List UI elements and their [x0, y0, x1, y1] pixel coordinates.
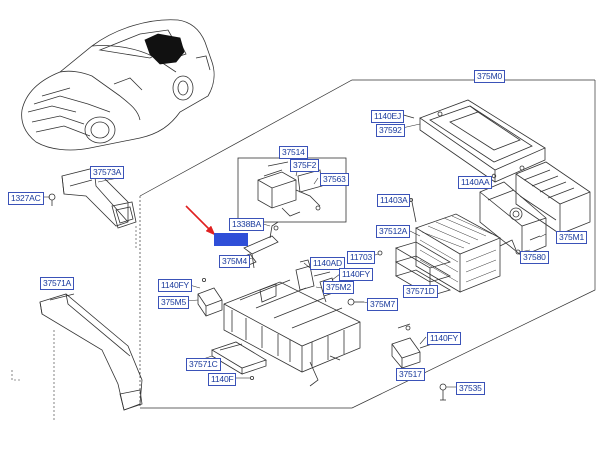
part-label-1140fy-mid[interactable]: 1140FY: [427, 332, 461, 345]
pointer-arrow: [185, 205, 216, 236]
part-label-1140f[interactable]: 1140F: [208, 373, 237, 386]
part-label-375f2[interactable]: 375F2: [290, 159, 320, 172]
part-label-1140ej[interactable]: 1140EJ: [371, 110, 404, 123]
part-label-375m2[interactable]: 375M2: [323, 281, 354, 294]
part-label-37580[interactable]: 37580: [520, 251, 549, 264]
part-label-37571a[interactable]: 37571A: [40, 277, 75, 290]
sensor-module-part: [197, 277, 223, 317]
part-label-1338ba[interactable]: 1338BA: [229, 218, 265, 231]
bolt-1140aa: [491, 173, 497, 179]
vehicle-illustration: [21, 19, 215, 151]
part-label-375m1[interactable]: 375M1: [556, 231, 587, 244]
part-label-1327ac[interactable]: 1327AC: [8, 192, 44, 205]
lower-duct-part: [39, 293, 143, 411]
cover-plate-part: [211, 341, 267, 380]
battery-module-part: [408, 197, 521, 293]
part-label-375m0[interactable]: 375M0: [474, 70, 505, 83]
part-label-37512a[interactable]: 37512A: [376, 225, 411, 238]
battery-controller-part: [479, 181, 547, 257]
part-label-37569b-highlighted[interactable]: 37569B: [214, 233, 249, 246]
part-label-375m5[interactable]: 375M5: [158, 296, 189, 309]
part-label-37563[interactable]: 37563: [320, 173, 349, 186]
fuse-part: [295, 259, 331, 291]
part-label-37592[interactable]: 37592: [376, 124, 405, 137]
bolt-11703: [377, 250, 383, 256]
part-label-375m4[interactable]: 375M4: [219, 255, 250, 268]
top-cover-part: [395, 99, 546, 183]
part-label-1140fy-upper-right[interactable]: 1140FY: [339, 268, 373, 281]
bracket-part: [239, 221, 279, 269]
clip-part: [347, 298, 364, 306]
part-label-37571c[interactable]: 37571C: [186, 358, 221, 371]
part-label-1140fy-upper-left[interactable]: 1140FY: [158, 279, 192, 292]
part-label-37571d[interactable]: 37571D: [403, 285, 438, 298]
bus-bar-part: [395, 241, 451, 297]
part-label-375m7[interactable]: 375M7: [367, 298, 398, 311]
assembly-frame: [139, 79, 596, 409]
harness-connector-part: [391, 323, 433, 369]
part-label-11403a[interactable]: 11403A: [377, 194, 411, 207]
battery-tray-part: [223, 279, 361, 387]
part-label-37535[interactable]: 37535: [456, 382, 485, 395]
junction-box-part: [515, 161, 591, 235]
part-label-1140aa[interactable]: 1140AA: [458, 176, 493, 189]
sensor-37535-part: [439, 383, 447, 401]
part-label-37517[interactable]: 37517: [396, 368, 425, 381]
part-label-37514[interactable]: 37514: [279, 146, 308, 159]
part-label-1140ad[interactable]: 1140AD: [310, 257, 345, 270]
part-label-37573a[interactable]: 37573A: [90, 166, 125, 179]
part-label-11703[interactable]: 11703: [347, 251, 376, 264]
